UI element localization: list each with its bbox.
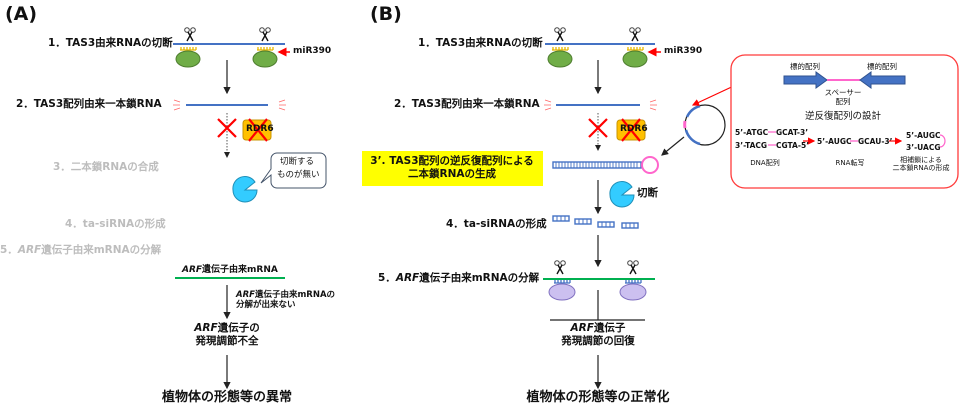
step3-highlight: [362, 151, 543, 186]
dicer-pacman-icon: [609, 181, 635, 208]
bubble-text-1: 切断する: [280, 157, 315, 167]
step1-label: 1．TAS3由来RNAの切断: [418, 37, 543, 49]
inset-graphics: [730, 54, 959, 189]
ta-sirna-fragment: [552, 215, 570, 222]
inset-title: 逆反復配列の設計: [804, 111, 882, 122]
dna-top-right: GCAT-3’: [776, 128, 809, 137]
dna-top-left: 5’-ATGC: [735, 128, 769, 137]
speech-bubble: [260, 152, 327, 189]
outcome-a: 植物体の形態等の異常: [161, 390, 293, 405]
outcome-b: 植物体の形態等の正常化: [526, 390, 670, 405]
label-dna: DNA配列: [750, 159, 780, 167]
target-seq-right: 標的配列: [867, 62, 897, 71]
spacer-label: スペーサー配列: [824, 88, 862, 106]
step5-label: 5．ARF遺伝子由来mRNAの分解: [378, 272, 540, 284]
hairpin-loop: [641, 156, 659, 174]
mir390-label: miR390: [293, 46, 332, 56]
inset-box: [730, 54, 959, 189]
ta-sirna-fragment: [621, 222, 639, 229]
scissors-icon: [627, 260, 639, 275]
step2-label: 2．TAS3配列由来一本鎖RNA: [394, 98, 540, 110]
argonaute-complex: [622, 50, 648, 68]
step3-label: 3’. TAS3配列の逆反復配列による二本鎖RNAの生成: [370, 155, 534, 180]
arf-mrna-label: ARF遺伝子由来mRNA: [182, 265, 278, 275]
step1-label: 1．TAS3由来RNAの切断: [48, 37, 173, 49]
argonaute-complex: [252, 50, 278, 68]
panel-a-label: (A): [5, 3, 38, 25]
target-arrow-right: [783, 71, 828, 89]
ds-top: 5’-AUGC: [906, 131, 941, 140]
dna-bottom-left: 3’-TACG: [735, 141, 768, 150]
argonaute-complex: [175, 50, 201, 68]
dna-bottom-right: CGTA-5’: [776, 141, 810, 150]
ago-complex: [548, 283, 576, 301]
cleave-label: 切断: [637, 187, 658, 199]
rdr6-label: RDR6: [620, 124, 648, 134]
rdr6-label: RDR6: [246, 124, 274, 134]
target-arrow-left: [859, 71, 906, 89]
bubble-text-2: ものが無い: [277, 170, 320, 180]
block-cross-icon: [217, 118, 237, 138]
ds-bottom: 3’-UACG: [906, 143, 941, 152]
step4-label: 4．ta-siRNAの形成: [65, 218, 166, 230]
scissors-icon: [554, 260, 566, 275]
step4-label: 4．ta-siRNAの形成: [446, 218, 547, 230]
result-b: ARF遺伝子発現調節の回復: [561, 322, 635, 347]
dicer-pacman-icon: [232, 176, 258, 203]
scissors-icon: [183, 27, 197, 42]
label-rna: RNA転写: [835, 159, 865, 167]
ta-sirna-fragment: [597, 221, 615, 228]
block-cross-icon: [588, 118, 608, 138]
scissors-icon: [554, 27, 566, 42]
rna-right: GCAU-3’: [858, 137, 893, 146]
degradation-failure-note: ARF遺伝子由来mRNAの分解が出来ない: [236, 290, 336, 311]
rna-left: 5’-AUGC: [817, 137, 852, 146]
label-ds: 相補鎖による二本鎖RNAの形成: [892, 156, 950, 173]
panel-b-label: (B): [370, 3, 402, 25]
panel-b-graphics: [543, 27, 739, 390]
panel-a-graphics: [173, 27, 327, 390]
argonaute-complex: [547, 50, 573, 68]
step2-label: 2．TAS3配列由来一本鎖RNA: [16, 98, 162, 110]
mir390-label: miR390: [664, 46, 703, 56]
ago-complex: [619, 283, 647, 301]
ta-sirna-fragment: [574, 218, 592, 225]
target-seq-left: 標的配列: [790, 62, 820, 71]
scissors-icon: [259, 27, 271, 42]
step5-label: 5．ARF遺伝子由来mRNAの分解: [0, 244, 162, 256]
result-a: ARF遺伝子の発現調節不全: [194, 322, 260, 347]
scissors-icon: [629, 27, 641, 42]
step3-label: 3．二本鎖RNAの合成: [53, 161, 159, 173]
